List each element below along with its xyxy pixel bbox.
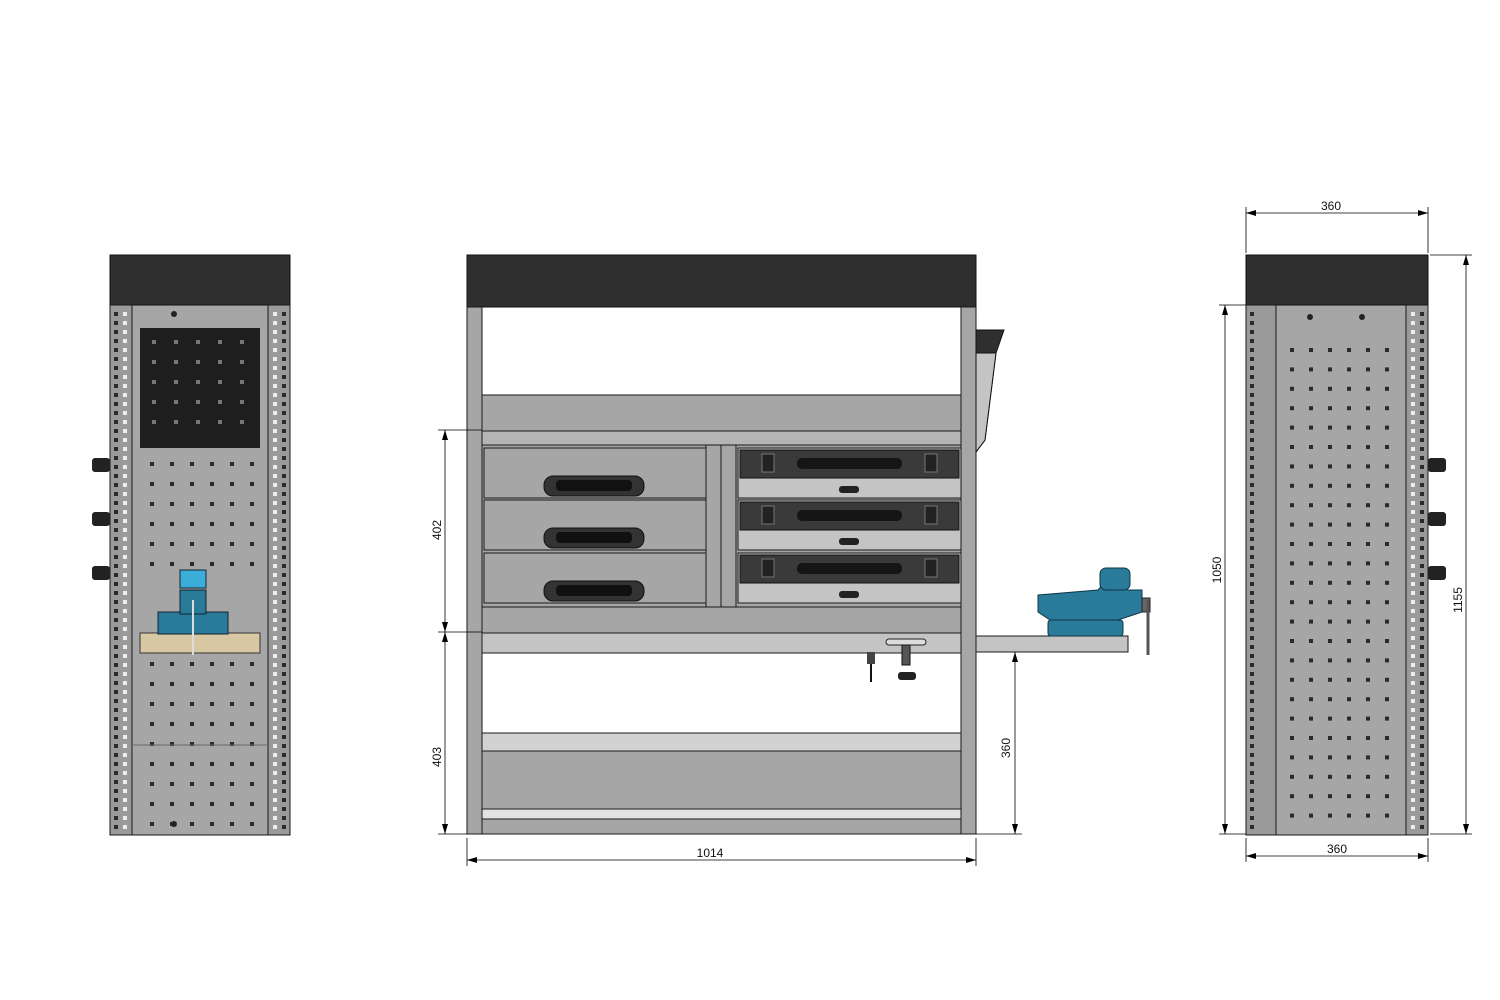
drawer[interactable] [483,447,707,499]
dim-label-total-width: 1014 [697,846,724,860]
drawer-handle-icon[interactable] [543,580,645,602]
pegboard-holes [152,340,244,424]
dimension-arrows [442,210,1469,863]
drawer[interactable] [483,499,707,551]
side-knobs [92,458,110,580]
drawer-stack [483,447,707,604]
post-left [466,306,483,835]
upright-left-a [109,304,133,836]
worktop [481,606,962,634]
dim-label-403: 403 [430,747,444,767]
organizer-case[interactable] [737,499,962,551]
dimensions [438,207,1472,866]
upright-left-b [267,304,291,836]
lower-shelf [481,732,962,752]
organizer-case[interactable] [737,447,962,499]
bench-vise-icon [1037,567,1151,655]
dim-label-side-total-height: 1155 [1451,587,1465,613]
top-cap-right [1245,254,1429,306]
clamp-icon [867,638,927,682]
side-view-left [92,254,291,836]
dim-label-side-top: 360 [1321,199,1341,213]
case-stack [737,447,962,604]
dim-label-side-inner-height: 1050 [1210,556,1224,583]
pullout-bench [975,635,1129,653]
upright-holes [114,312,286,829]
top-shelf [481,394,962,432]
top-cap-left [109,254,291,306]
dim-label-402: 402 [430,520,444,540]
post-right [960,306,977,835]
pegboard-dark [140,328,260,448]
panel-holes [1290,348,1389,818]
top-cap-front [466,254,977,308]
bench-vise-icon [139,569,261,655]
dim-label-side-bottom: 360 [1327,842,1347,856]
side-knobs [1428,458,1446,580]
organizer-case[interactable] [737,552,962,604]
drawer-handle-icon[interactable] [543,475,645,497]
dim-label-bench-height: 360 [999,738,1013,758]
front-view [466,254,1151,835]
drawer[interactable] [483,552,707,604]
drawer-handle-icon[interactable] [543,527,645,549]
base-shelf [481,808,962,820]
side-view-right [1245,254,1446,836]
panel-holes [150,462,254,826]
upright-holes [1250,312,1424,829]
